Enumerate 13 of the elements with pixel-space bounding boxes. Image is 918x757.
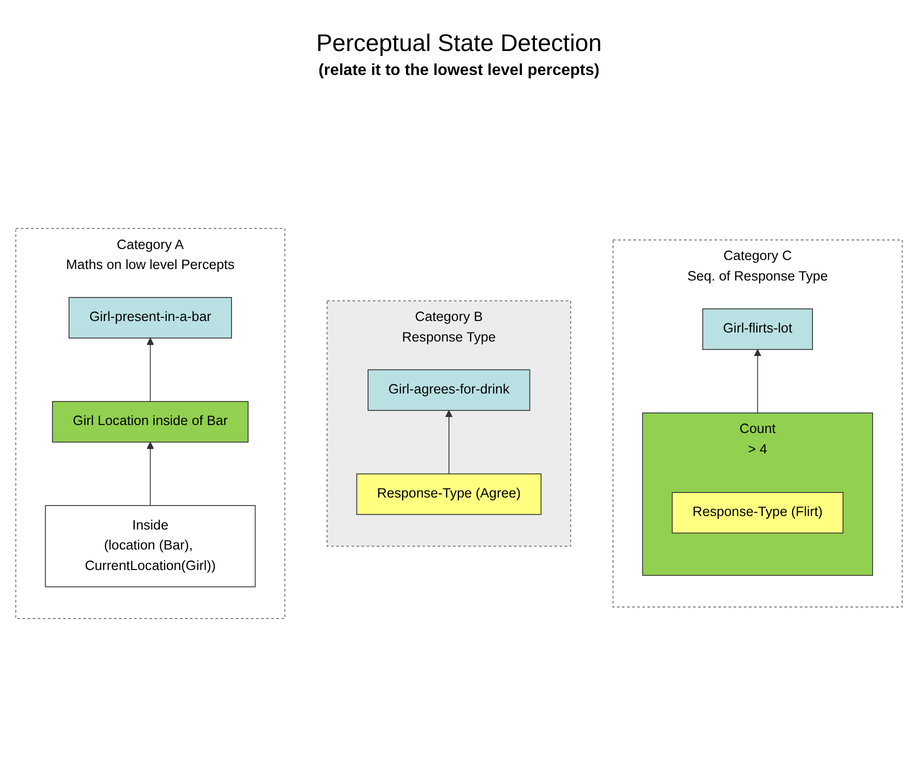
arrow [445, 410, 453, 474]
diagram-title: Perceptual State Detection [316, 30, 602, 58]
node-box: Girl-flirts-lot [702, 308, 813, 350]
subtitle: (relate it to the lowest level percepts) [318, 62, 600, 80]
arrow [754, 349, 762, 414]
node-box: Response-Type (Flirt) [672, 492, 844, 534]
node-box: Girl Location inside of Bar [52, 401, 249, 443]
node-box: Girl-present-in-a-bar [68, 297, 232, 338]
arrow [146, 442, 154, 506]
node-box: Girl-agrees-for-drink [368, 369, 530, 411]
node-box: Response-Type (Agree) [356, 473, 542, 515]
node-box: Inside (location (Bar), CurrentLocation(Girl)) [44, 505, 256, 588]
arrow [146, 338, 154, 402]
